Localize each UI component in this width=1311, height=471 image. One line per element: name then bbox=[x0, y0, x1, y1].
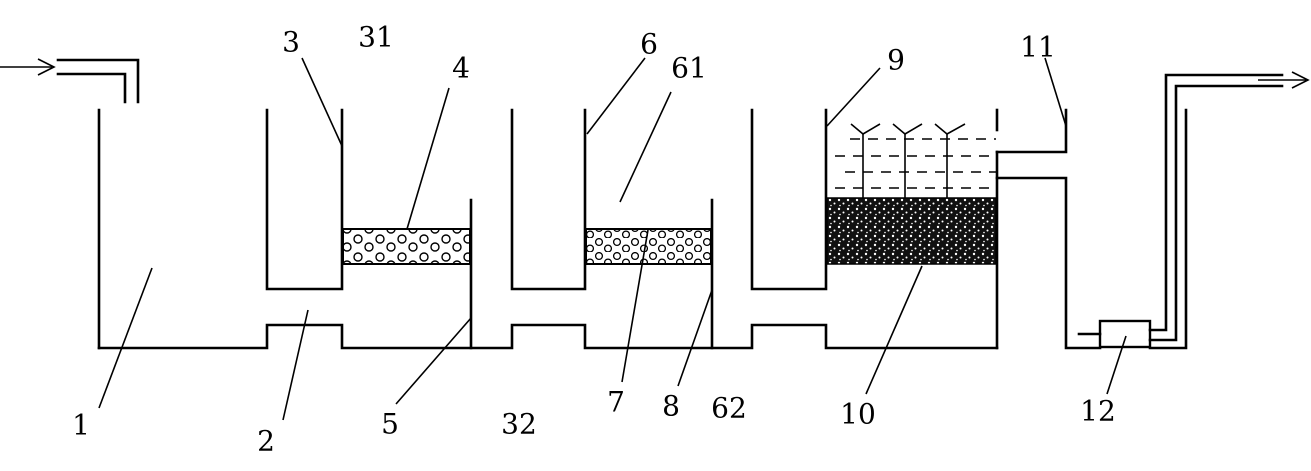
baffle-9 bbox=[750, 108, 828, 291]
water-zone bbox=[835, 138, 996, 189]
label-11: 11 bbox=[1020, 31, 1056, 64]
label-1: 1 bbox=[72, 409, 90, 442]
outlet-pipe bbox=[1148, 73, 1284, 350]
label-3: 3 bbox=[282, 26, 300, 59]
label-2: 2 bbox=[257, 425, 275, 458]
label-5: 5 bbox=[381, 408, 399, 441]
inlet-pipe bbox=[56, 58, 140, 104]
label-9: 9 bbox=[887, 44, 905, 77]
label-61: 61 bbox=[671, 52, 707, 85]
leader-lines bbox=[98, 57, 1127, 421]
outlet-arrow bbox=[1258, 71, 1310, 89]
baffle-6 bbox=[510, 108, 587, 291]
inlet-arrow bbox=[0, 58, 56, 76]
plant-icon bbox=[850, 123, 966, 198]
pump-12 bbox=[1077, 319, 1152, 349]
label-32: 32 bbox=[501, 408, 537, 441]
filter-media-7 bbox=[585, 228, 712, 265]
tank-body bbox=[97, 108, 999, 350]
label-6: 6 bbox=[640, 28, 658, 61]
filter-media-4 bbox=[342, 228, 471, 265]
label-12: 12 bbox=[1080, 395, 1116, 428]
label-8: 8 bbox=[662, 390, 680, 423]
label-62: 62 bbox=[711, 392, 747, 425]
outlet-chamber-11 bbox=[995, 108, 1102, 350]
baffle-3 bbox=[265, 108, 344, 291]
label-7: 7 bbox=[607, 386, 625, 419]
label-10: 10 bbox=[840, 398, 876, 431]
substrate-10 bbox=[826, 197, 997, 265]
label-31: 31 bbox=[358, 21, 394, 54]
label-4: 4 bbox=[452, 52, 470, 85]
